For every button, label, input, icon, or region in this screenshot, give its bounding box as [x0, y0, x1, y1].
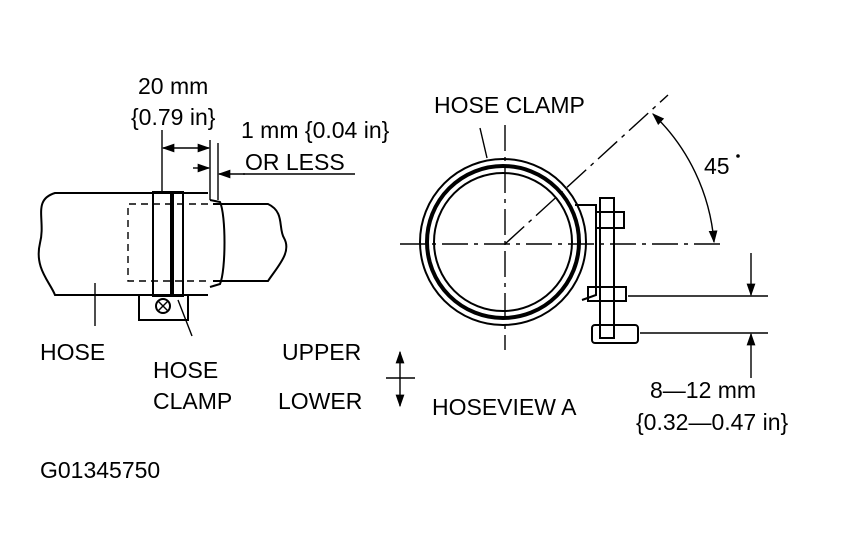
clamp-ring-outer: [419, 158, 587, 326]
view-a: [400, 94, 768, 378]
pipe-outline: [213, 203, 288, 282]
dim-8-12-label: 8—12 mm: [650, 377, 756, 403]
clamp-leader: [177, 299, 193, 337]
clamp-screw-head: [591, 324, 639, 344]
degree-mark: [736, 154, 740, 158]
clamp-screw-icon: [155, 298, 171, 314]
or-less-label: OR LESS: [245, 149, 345, 175]
side-view: [37, 130, 355, 337]
hoseview-label: HOSEVIEW A: [432, 394, 577, 420]
dim-1mm-label: 1 mm {0.04 in}: [241, 117, 390, 143]
clamp-tab: [138, 295, 189, 321]
45-deg-line: [504, 94, 669, 245]
clamp-nut: [587, 286, 627, 302]
clamp-screw-head-top: [595, 211, 625, 229]
hose-label: HOSE: [40, 339, 105, 365]
hidden-pipe: [127, 203, 208, 282]
dim-20mm-inch-label: {0.79 in}: [131, 104, 216, 130]
clamp-ring-band: [425, 164, 581, 320]
direction-arrow: [386, 350, 415, 408]
pipe-bead: [209, 199, 226, 288]
dim-8-12-inch-label: {0.32—0.47 in}: [636, 409, 789, 435]
screw-slot: [157, 300, 169, 312]
hose-clamp-leader: [479, 127, 488, 159]
dim-20mm-label: 20 mm: [138, 73, 208, 99]
angle-label: 45: [704, 153, 730, 179]
clamp-band: [152, 191, 184, 297]
upper-label: UPPER: [282, 339, 361, 365]
hose-outline: [37, 192, 208, 296]
lower-label: LOWER: [278, 388, 362, 414]
figure-id-label: G01345750: [40, 457, 160, 483]
hose-clamp-side-label-2: CLAMP: [153, 388, 232, 414]
hose-clamp-side-label-1: HOSE: [153, 357, 218, 383]
hose-inner-circle: [433, 172, 573, 312]
clamp-screw-body: [599, 197, 615, 339]
angle-arc: [652, 113, 718, 244]
hose-clamp-top-label: HOSE CLAMP: [434, 92, 585, 118]
